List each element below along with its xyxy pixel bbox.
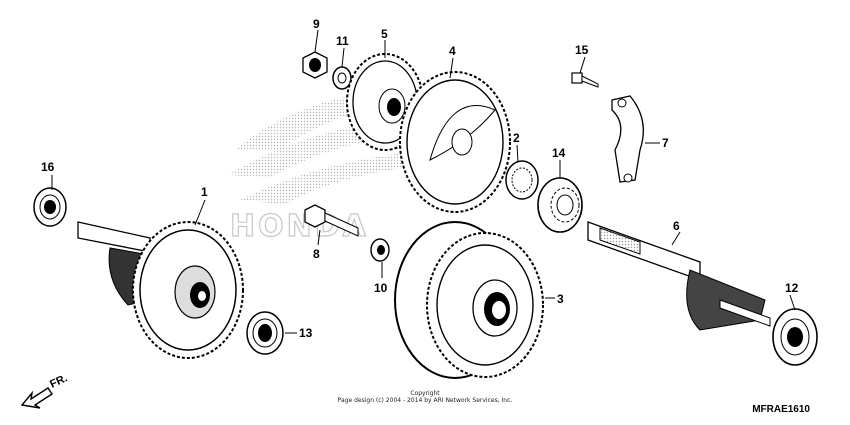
callout-1: 1 — [201, 185, 208, 199]
bearing-14[interactable] — [537, 177, 583, 233]
callout-14: 14 — [552, 146, 566, 160]
bearing-13[interactable] — [246, 311, 284, 355]
callout-11: 11 — [336, 34, 349, 48]
clutch-gear-3[interactable] — [394, 221, 544, 379]
callout-2: 2 — [513, 131, 520, 145]
nut-9[interactable] — [302, 51, 328, 79]
washer-10[interactable] — [370, 238, 390, 262]
callout-13: 13 — [299, 326, 313, 340]
callout-4: 4 — [449, 44, 456, 58]
bracket-7[interactable] — [611, 95, 644, 183]
bearing-12[interactable] — [772, 308, 818, 366]
copyright-line-1: Copyright — [410, 390, 440, 397]
callout-3: 3 — [557, 292, 564, 306]
callout-7: 7 — [662, 136, 669, 150]
callout-16: 16 — [41, 160, 55, 174]
bearing-16[interactable] — [33, 187, 67, 227]
callout-5: 5 — [381, 27, 388, 41]
callout-8: 8 — [313, 247, 320, 261]
copyright-line-2: Page design (c) 2004 - 2014 by ARI Netwo… — [337, 397, 513, 404]
needle-bearing-2[interactable] — [505, 160, 539, 200]
bolt-8[interactable] — [304, 204, 359, 237]
callout-6: 6 — [673, 219, 680, 233]
leader-lines — [51, 29, 796, 334]
gear-4[interactable] — [399, 71, 511, 213]
callout-9: 9 — [313, 17, 320, 31]
shaft-6[interactable] — [587, 221, 771, 331]
callout-15: 15 — [575, 43, 589, 57]
front-arrow-label: FR. — [48, 372, 69, 390]
callout-12: 12 — [785, 281, 799, 295]
callout-labels: 1 2 3 4 5 6 7 8 9 10 11 12 13 14 15 16 — [41, 17, 799, 340]
gear-5[interactable] — [346, 53, 424, 151]
callout-10: 10 — [374, 281, 388, 295]
counter-shaft-gear-1[interactable] — [77, 221, 244, 359]
bolt-15[interactable] — [571, 72, 599, 88]
diagram-code: MFRAE1610 — [752, 404, 810, 415]
